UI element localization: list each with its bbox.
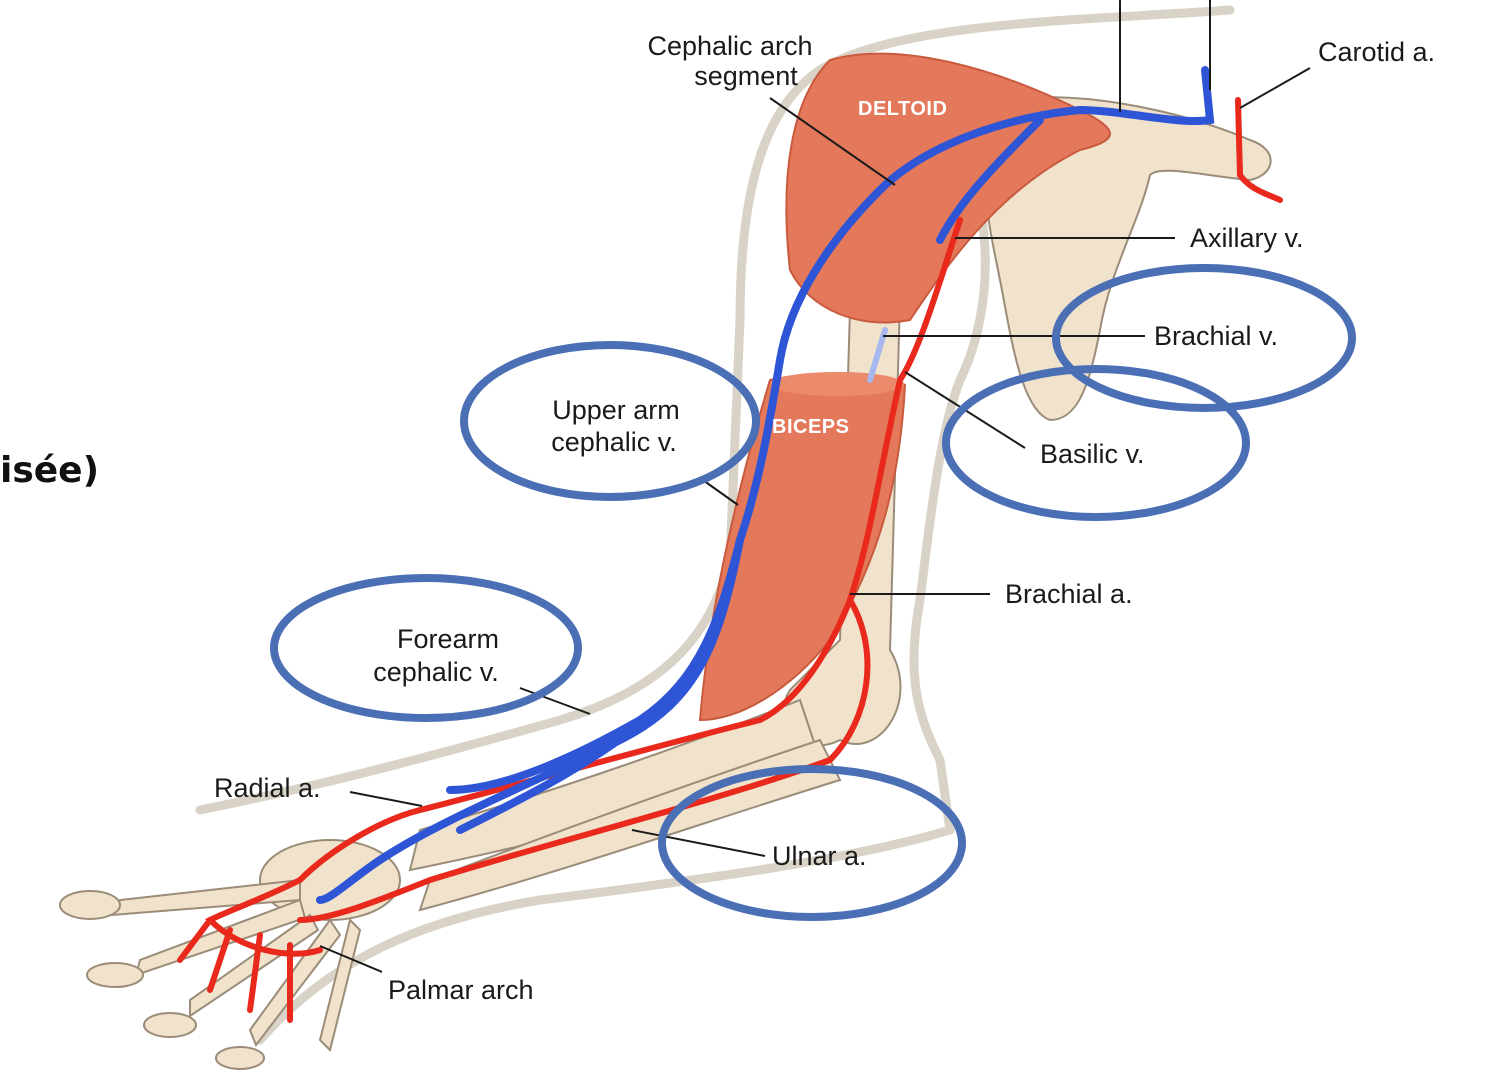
palmar-arch-label: Palmar arch	[388, 974, 534, 1006]
brachial-artery-label: Brachial a.	[1005, 578, 1133, 610]
ulnar-artery-label: Ulnar a.	[772, 840, 867, 872]
cropped-title-fragment: isée)	[0, 450, 99, 491]
brachial-vein-label: Brachial v.	[1154, 320, 1278, 352]
forearm-cephalic-label-line1: Forearm	[397, 623, 499, 655]
biceps-label: BICEPS	[772, 416, 849, 439]
upper-arm-cephalic-label-line2: cephalic v.	[551, 426, 677, 458]
upper-arm-cephalic-label-line1: Upper arm	[552, 394, 680, 426]
forearm-cephalic-label-line2: cephalic v.	[373, 656, 499, 688]
basilic-vein-label: Basilic v.	[1040, 438, 1145, 470]
radial-artery-label: Radial a.	[214, 772, 321, 804]
cephalic-arch-label-line1: Cephalic arch	[647, 30, 812, 62]
hand-bones	[60, 840, 400, 1069]
deltoid-label: DELTOID	[858, 98, 947, 121]
cephalic-arch-label-line2: segment	[694, 60, 798, 92]
carotid-label: Carotid a.	[1318, 36, 1435, 68]
axillary-vein-label: Axillary v.	[1190, 222, 1304, 254]
